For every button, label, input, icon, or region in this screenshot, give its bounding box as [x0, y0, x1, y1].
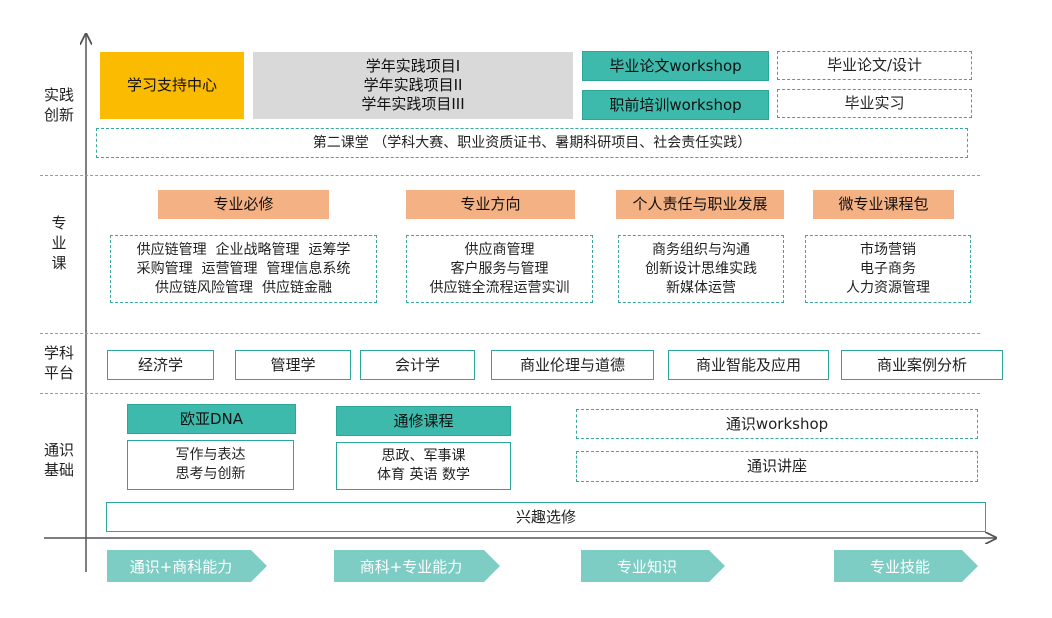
major-required-list: 供应链管理 企业战略管理 运筹学 采购管理 运营管理 管理信息系统 供应链风险管… [110, 235, 377, 303]
row-label-discipline: 学科 平台 [43, 344, 74, 382]
list-item: 供应链风险管理 供应链金融 [155, 279, 332, 296]
row-label-general: 通识 基础 [43, 441, 74, 479]
discipline-item-management: 管理学 [235, 350, 351, 380]
thesis-design-box: 毕业论文/设计 [777, 51, 972, 80]
major-micro-list: 市场营销 电子商务 人力资源管理 [805, 235, 971, 303]
list-item: 供应链全流程运营实训 [429, 279, 570, 296]
list-item: 思考与创新 [175, 466, 246, 482]
interest-electives-box: 兴趣选修 [106, 502, 986, 532]
general-lecture-box: 通识讲座 [576, 451, 978, 482]
major-header-required: 专业必修 [158, 190, 329, 219]
list-item: 商务组织与沟通 [652, 241, 750, 258]
list-item: 市场营销 [860, 241, 916, 258]
list-item: 创新设计思维实践 [645, 260, 757, 277]
eudna-header: 欧亚DNA [127, 404, 296, 434]
outcome-chip-2: 商科+专业能力 [334, 550, 500, 582]
annual-project-2: 学年实践项目II [363, 76, 463, 94]
discipline-item-accounting: 会计学 [360, 350, 475, 380]
career-workshop-box: 职前培训workshop [582, 90, 769, 120]
outcome-chip-3: 专业知识 [581, 550, 725, 582]
discipline-item-cases: 商业案例分析 [841, 350, 1003, 380]
discipline-item-bi: 商业智能及应用 [668, 350, 829, 380]
list-item: 采购管理 运营管理 管理信息系统 [136, 260, 351, 277]
list-item: 思政、军事课 [381, 448, 466, 464]
separator-1 [40, 175, 980, 176]
list-item: 供应商管理 [464, 241, 535, 258]
list-item: 体育 英语 数学 [377, 467, 470, 483]
general-workshop-box: 通识workshop [576, 409, 978, 439]
discipline-item-economics: 经济学 [107, 350, 214, 380]
major-direction-list: 供应商管理 客户服务与管理 供应链全流程运营实训 [406, 235, 593, 303]
second-classroom-box: 第二课堂 （学科大赛、职业资质证书、暑期科研项目、社会责任实践） [96, 128, 968, 158]
thesis-workshop-box: 毕业论文workshop [582, 51, 769, 81]
eudna-list: 写作与表达 思考与创新 [127, 440, 294, 490]
annual-project-1: 学年实践项目I [365, 57, 461, 75]
list-item: 新媒体运营 [666, 279, 736, 296]
list-item: 供应链管理 企业战略管理 运筹学 [136, 241, 351, 258]
list-item: 客户服务与管理 [450, 260, 549, 277]
common-courses-header: 通修课程 [336, 406, 511, 436]
separator-3 [40, 393, 980, 394]
learning-center-box: 学习支持中心 [100, 52, 244, 119]
outcome-chip-4: 专业技能 [834, 550, 978, 582]
major-header-micro: 微专业课程包 [813, 190, 954, 219]
major-career-list: 商务组织与沟通 创新设计思维实践 新媒体运营 [618, 235, 784, 303]
annual-project-3: 学年实践项目III [361, 95, 465, 113]
list-item: 写作与表达 [175, 447, 246, 463]
separator-2 [40, 333, 980, 334]
major-header-career: 个人责任与职业发展 [616, 190, 784, 219]
internship-box: 毕业实习 [777, 89, 972, 118]
common-courses-list: 思政、军事课 体育 英语 数学 [336, 442, 511, 490]
row-label-practice: 实践 创新 [43, 86, 74, 124]
major-header-direction: 专业方向 [406, 190, 575, 219]
discipline-item-ethics: 商业伦理与道德 [491, 350, 654, 380]
row-label-major: 专 业 课 [51, 214, 67, 272]
annual-projects-box: 学年实践项目I 学年实践项目II 学年实践项目III [253, 52, 573, 119]
list-item: 电子商务 [860, 260, 916, 277]
list-item: 人力资源管理 [846, 279, 930, 296]
outcome-chip-1: 通识+商科能力 [107, 550, 267, 582]
